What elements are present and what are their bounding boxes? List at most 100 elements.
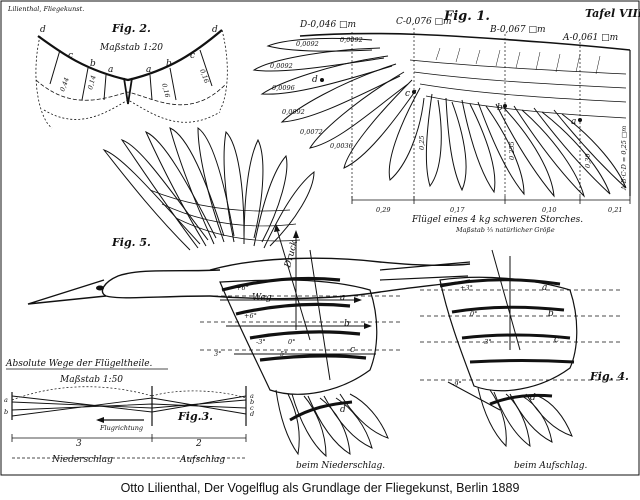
fig3-section: Absolute Wege der Flügeltheile. Maßstab … [4, 359, 254, 465]
svg-text:0,29: 0,29 [376, 206, 390, 214]
fig2-quills [49, 49, 213, 101]
fig1-point-letters: d c b a [312, 75, 576, 127]
svg-text:b: b [497, 103, 503, 113]
fig3-up-label: Aufschlag [179, 455, 225, 465]
svg-text:0,0092: 0,0092 [340, 36, 363, 44]
fig1-hatching [435, 47, 601, 75]
svg-text:0,30: 0,30 [584, 154, 592, 168]
svg-text:+6°: +6° [236, 284, 249, 292]
fig2-body [123, 77, 133, 105]
svg-text:b: b [548, 309, 554, 319]
fig1-coverts [409, 59, 627, 119]
svg-text:0,255: 0,255 [508, 141, 516, 160]
svg-text:b: b [166, 59, 172, 69]
svg-text:c: c [250, 404, 254, 412]
svg-text:b: b [90, 59, 96, 69]
fig3-title: Absolute Wege der Flügeltheile. [5, 359, 153, 369]
fig5-section-bands [221, 276, 367, 362]
fig1-point-a: A-0,061 □m [562, 33, 618, 43]
svg-text:d: d [340, 405, 346, 415]
fig3-label: Fig.3. [177, 410, 213, 423]
svg-text:0,10: 0,10 [542, 206, 556, 214]
fig5-legs [379, 261, 471, 281]
fig1-dims: 0,29 0,17 0,10 0,25 0,255 0,30 0,21 [376, 136, 622, 214]
fig5-druck: Druck [283, 239, 300, 269]
fig2-section: Fig. 2. Maßstab 1:20 d c b a a b c d [35, 22, 228, 129]
fig2-wing-curve [37, 29, 223, 82]
fig3-down-label: Niederschlag [51, 455, 113, 465]
svg-text:d: d [212, 25, 218, 35]
svg-text:0,16: 0,16 [160, 82, 171, 98]
svg-text:d: d [250, 410, 254, 418]
image-caption: Otto Lilienthal, Der Vogelflug als Grund… [120, 481, 520, 495]
fig1-caption-line2: Maßstab ⅕ natürlicher Größe [455, 226, 555, 234]
svg-text:c: c [554, 335, 559, 345]
fig5-upper-coverts [149, 189, 301, 242]
header-left: Lilienthal, Fliegekunst. [7, 5, 84, 13]
svg-text:0,0092: 0,0092 [296, 40, 319, 48]
fig2-label: Fig. 2. [111, 22, 151, 35]
lilienthal-plate: Lilienthal, Fliegekunst. Tafel VIII. Fig… [0, 0, 640, 476]
fig3-dotted-arcs [11, 386, 247, 401]
fig1-section: Fig. 1. D-0,046 □m C-0,076 □m B-0,067 □m… [252, 9, 631, 234]
fig3-end-marks [11, 386, 247, 426]
svg-text:a: a [340, 293, 345, 303]
svg-text:a: a [108, 65, 113, 75]
fig5-angles: +6° +6° -3° 3° 0° 5° [214, 284, 295, 358]
fig1-leading-edge [299, 32, 631, 51]
fig4-label: Fig. 4. [589, 370, 629, 383]
fig4-dashed-lines [420, 289, 620, 381]
fig5-beak [27, 279, 107, 305]
fig5-letters: a b c d [340, 293, 355, 415]
fig5-lower-wing-outline [219, 279, 378, 395]
fig5-caption: beim Niederschlag. [296, 461, 385, 471]
svg-text:b: b [250, 398, 254, 406]
fig5-upper-wing [102, 127, 315, 251]
fig1-point-b: B-0,067 □m [489, 25, 546, 35]
fig3-left-letters: a b [4, 396, 8, 416]
svg-text:a: a [542, 283, 547, 293]
fig1-point-dots [320, 78, 582, 122]
svg-text:0,0096: 0,0096 [272, 84, 295, 92]
svg-text:0,21: 0,21 [608, 206, 622, 214]
fig3-scale: Maßstab 1:50 [59, 375, 123, 385]
svg-text:3°: 3° [214, 350, 221, 358]
svg-text:5°: 5° [280, 350, 287, 358]
svg-text:0,16: 0,16 [198, 68, 210, 84]
fig2-lower-curve-1 [35, 79, 227, 106]
fig1-label: Fig. 1. [443, 9, 490, 24]
plate-border [0, 0, 640, 476]
fig1-caption-line1: Flügel eines 4 kg schweren Storches. [411, 215, 583, 225]
fig3-dimension-bar [11, 434, 247, 459]
svg-text:-3°: -3° [482, 338, 492, 346]
fig4-angles: +3° 0° -3° -9° [452, 284, 492, 388]
svg-text:0,25: 0,25 [418, 136, 426, 150]
svg-text:0,0036: 0,0036 [330, 142, 353, 150]
fig1-feather-areas: 0,0092 0,0092 0,0096 0,0092 0,0072 0,003… [270, 36, 363, 150]
svg-text:+6°: +6° [244, 312, 257, 320]
fig3-letters: a b c d [250, 392, 254, 418]
fig1-dim-line [351, 196, 631, 204]
svg-text:0,0092: 0,0092 [270, 62, 293, 70]
fig4-caption: beim Aufschlag. [514, 461, 587, 471]
fig1-point-c: C-0,076 □m [396, 17, 452, 27]
fig2-dotted-arc-right [219, 29, 228, 111]
svg-text:c: c [350, 345, 355, 355]
fig5-body [209, 257, 471, 271]
fig5-dashed-lines [200, 295, 400, 351]
svg-text:-3°: -3° [256, 338, 266, 346]
svg-text:0,0072: 0,0072 [300, 128, 323, 136]
fig5-label: Fig. 5. [111, 236, 151, 249]
svg-text:b: b [4, 408, 8, 416]
fig1-point-d: D-0,046 □m [299, 20, 356, 30]
svg-text:d: d [312, 75, 318, 85]
svg-text:d: d [40, 25, 46, 35]
fig5-wing-stroke [289, 400, 353, 422]
fig4-lower-primaries [477, 387, 573, 448]
fig5-vectors [220, 225, 376, 381]
svg-text:0°: 0° [470, 310, 477, 318]
plate-number: Tafel VIII. [585, 7, 640, 20]
fig1-feathers [252, 37, 627, 198]
fig2-dotted-arc-left [35, 35, 53, 129]
fig4-letters: a b c d [530, 283, 559, 403]
